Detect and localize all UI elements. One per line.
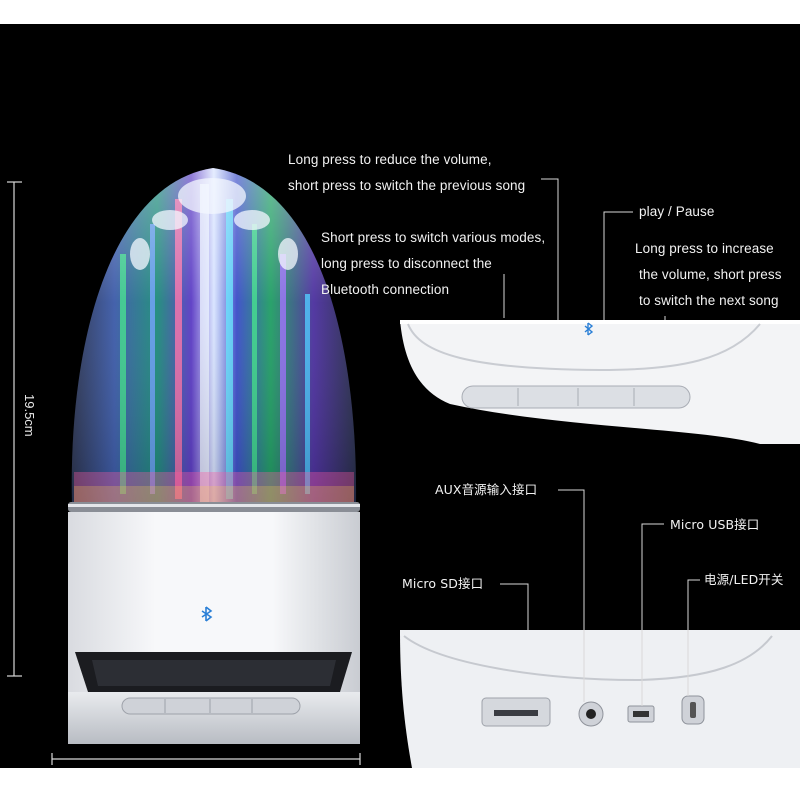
callout-aux: AUX音源输入接口 <box>435 477 537 503</box>
callout-line: Micro SD接口 <box>402 576 484 591</box>
callout-lines-bottom <box>500 489 700 706</box>
callout-line: Long press to increase <box>635 241 774 256</box>
callout-line: 电源/LED开关 <box>704 572 784 587</box>
callout-micro-sd: Micro SD接口 <box>402 571 483 597</box>
callout-play-pause: play / Pause <box>639 199 715 225</box>
callout-lines-top <box>503 178 666 320</box>
callout-line: short press to switch the previous song <box>288 178 526 193</box>
callout-line: Long press to reduce the volume, <box>288 152 492 167</box>
callout-line: long press to disconnect the <box>321 256 492 271</box>
callout-line: Short press to switch various modes, <box>321 230 546 245</box>
speaker-illustration <box>7 168 800 768</box>
product-stage: 19.5cm Long press to reduce the volume, … <box>0 24 800 768</box>
controls-closeup <box>400 320 800 444</box>
callout-line: to switch the next song <box>639 293 779 308</box>
callout-previous-song: Long press to reduce the volume, short p… <box>288 147 525 199</box>
callout-power-led: 电源/LED开关 <box>704 567 784 593</box>
bluetooth-icon <box>201 606 213 622</box>
callout-next-song: Long press to increase the volume, short… <box>635 236 782 314</box>
callout-mode-switch: Short press to switch various modes, lon… <box>321 225 545 303</box>
ports-closeup <box>400 630 800 768</box>
height-dimension <box>7 181 22 677</box>
callout-line: AUX音源输入接口 <box>435 482 538 497</box>
callout-micro-usb: Micro USB接口 <box>670 512 759 538</box>
main-speaker <box>68 168 360 744</box>
width-dimension <box>51 753 361 765</box>
height-label: 19.5cm <box>22 394 37 437</box>
callout-line: the volume, short press <box>639 267 782 282</box>
callout-line: Micro USB接口 <box>670 517 760 532</box>
callout-line: Bluetooth connection <box>321 282 450 297</box>
callout-line: play / Pause <box>639 204 715 219</box>
